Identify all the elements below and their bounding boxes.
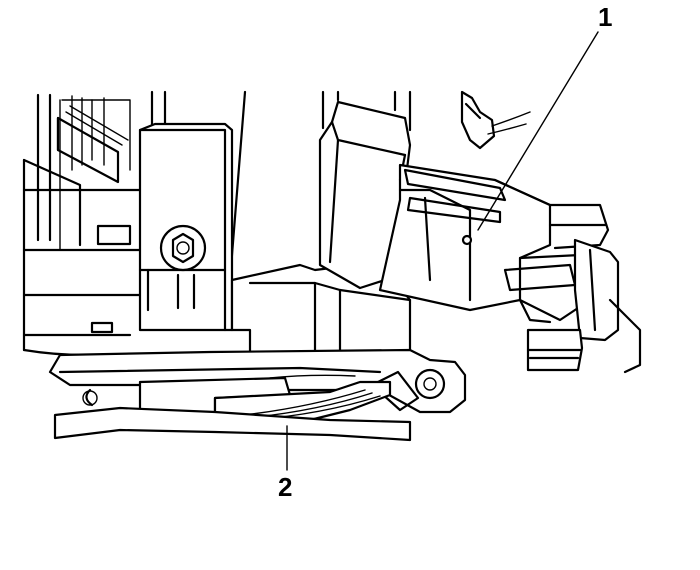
switch-housing (318, 100, 412, 290)
left-housing (22, 93, 152, 357)
mounting-posts (150, 90, 412, 282)
bolt-block (138, 122, 234, 332)
release-hole-icon (461, 234, 473, 246)
callout-1: 1 (477, 2, 612, 231)
callout-1-label: 1 (598, 2, 612, 32)
bolt-head-icon (159, 224, 207, 272)
callout-2-label: 2 (278, 472, 292, 502)
callout-2: 2 (278, 425, 292, 502)
lock-cylinder (378, 163, 610, 324)
pivot-icon (414, 368, 446, 400)
callout-1-leader (477, 31, 599, 231)
linkage-clip (460, 90, 531, 150)
right-lever (526, 238, 642, 374)
tilt-spring-assembly (53, 374, 412, 442)
